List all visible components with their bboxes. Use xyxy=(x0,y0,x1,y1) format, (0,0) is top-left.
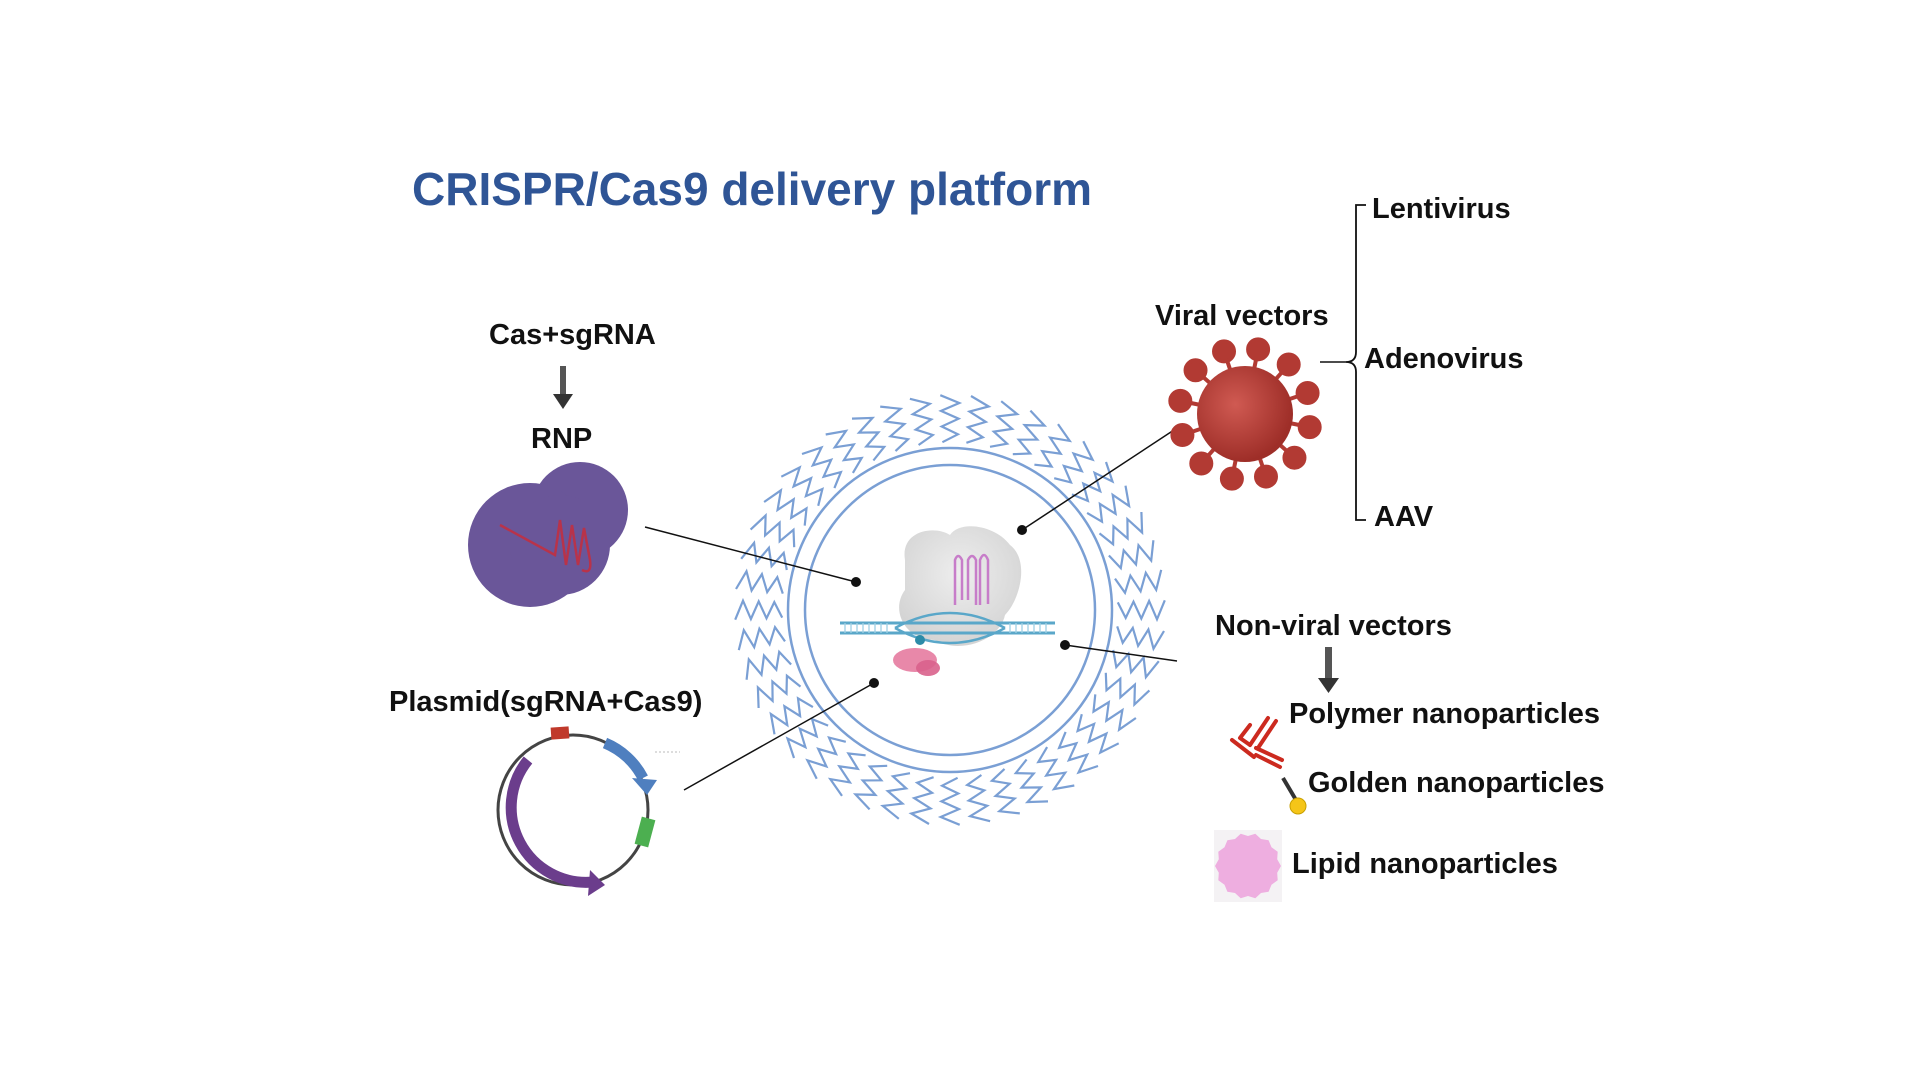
viral-vectors-label: Viral vectors xyxy=(1155,300,1329,332)
nonviral-type-polymer: Polymer nanoparticles xyxy=(1289,698,1601,730)
corona-strand xyxy=(880,405,911,452)
corona-strand xyxy=(909,397,936,446)
corona-strand xyxy=(737,624,786,651)
virus-spike-head xyxy=(1295,381,1320,406)
virus-spike-head xyxy=(1170,422,1195,447)
corona-strand xyxy=(1071,461,1115,503)
corona-strand xyxy=(1114,569,1163,596)
corona-strand xyxy=(801,445,843,489)
corona-strand xyxy=(851,416,887,462)
corona-strand xyxy=(938,394,963,444)
corona-strand xyxy=(1053,440,1095,485)
corona-strand xyxy=(785,717,829,759)
rnp-label: RNP xyxy=(531,423,593,455)
corona-strand xyxy=(756,673,802,709)
gold-nanoparticle-icon xyxy=(1281,776,1307,815)
corona-strand xyxy=(1057,731,1099,775)
corona-strand xyxy=(908,776,935,825)
virus-spike-head xyxy=(1297,415,1322,440)
corona-strand xyxy=(735,568,784,595)
corona-strand xyxy=(1116,598,1166,623)
rnp-input-label: Cas+sgRNA xyxy=(489,319,656,351)
nonviral-type-lipid: Lipid nanoparticles xyxy=(1292,848,1558,880)
corona-strand xyxy=(1112,649,1160,680)
corona-strand xyxy=(880,772,911,820)
nonviral-type-gold: Golden nanoparticles xyxy=(1308,767,1605,799)
cas9-dna-complex-icon xyxy=(840,526,1055,676)
corona-strand xyxy=(965,395,992,444)
inner-membrane xyxy=(803,463,1097,757)
corona-strand xyxy=(740,540,788,571)
virus-spike-head xyxy=(1246,337,1271,362)
virus-spike-head xyxy=(1189,451,1214,476)
corona-strand xyxy=(1013,758,1049,804)
corona-strand xyxy=(1075,713,1120,755)
nonviral-vectors-label: Non-viral vectors xyxy=(1215,610,1452,642)
corona-strand xyxy=(1012,409,1048,456)
page-title: CRISPR/Cas9 delivery platform xyxy=(412,163,1093,215)
viral-type-adenovirus: Adenovirus xyxy=(1364,343,1524,375)
lipid-nanoparticle-icon xyxy=(1214,830,1282,902)
nanoparticle-corona xyxy=(734,394,1166,826)
corona-strand xyxy=(937,776,962,826)
corona-strand xyxy=(763,487,808,526)
viral-type-lentivirus: Lentivirus xyxy=(1372,193,1511,225)
corona-strand xyxy=(780,465,825,507)
corona-strand xyxy=(769,696,814,735)
virus-spike-head xyxy=(1282,445,1307,470)
nonviral-down-arrow xyxy=(1318,647,1339,693)
corona-strand xyxy=(825,429,864,474)
corona-strand xyxy=(1092,694,1137,733)
polymer-nanoparticle-icon xyxy=(1230,716,1284,769)
viral-type-aav: AAV xyxy=(1374,501,1434,533)
corona-strand xyxy=(964,774,991,823)
corona-strand xyxy=(1104,672,1151,708)
corona-strand xyxy=(749,512,796,548)
corona-strand xyxy=(1034,423,1073,468)
rnp-icon xyxy=(468,462,628,607)
corona-strand xyxy=(989,768,1020,815)
viral-bracket xyxy=(1345,204,1366,521)
corona-strand xyxy=(745,649,792,680)
connector-lines xyxy=(644,427,1178,791)
corona-strand xyxy=(1116,625,1165,652)
corona-strand xyxy=(989,400,1020,448)
virus-spike-head xyxy=(1253,464,1278,489)
virus-spike-head xyxy=(1212,339,1237,364)
corona-strand xyxy=(1036,746,1075,791)
virus-spike-head xyxy=(1168,388,1193,413)
corona-strand xyxy=(734,597,784,622)
plasmid-label: Plasmid(sgRNA+Cas9) xyxy=(389,686,703,718)
virus-spike-head xyxy=(1276,352,1301,377)
virus-spike-head xyxy=(1183,358,1208,383)
corona-strand xyxy=(805,735,847,780)
virus-spike-head xyxy=(1219,466,1244,491)
virus-icon xyxy=(1168,337,1322,491)
connector-dots xyxy=(851,525,1070,688)
corona-strand xyxy=(1086,485,1131,524)
corona-strand xyxy=(1098,511,1144,547)
corona-strand xyxy=(827,752,866,797)
plasmid-icon xyxy=(496,726,680,896)
corona-strand xyxy=(1108,540,1155,571)
corona-strand xyxy=(852,764,888,811)
rnp-down-arrow xyxy=(553,366,573,409)
